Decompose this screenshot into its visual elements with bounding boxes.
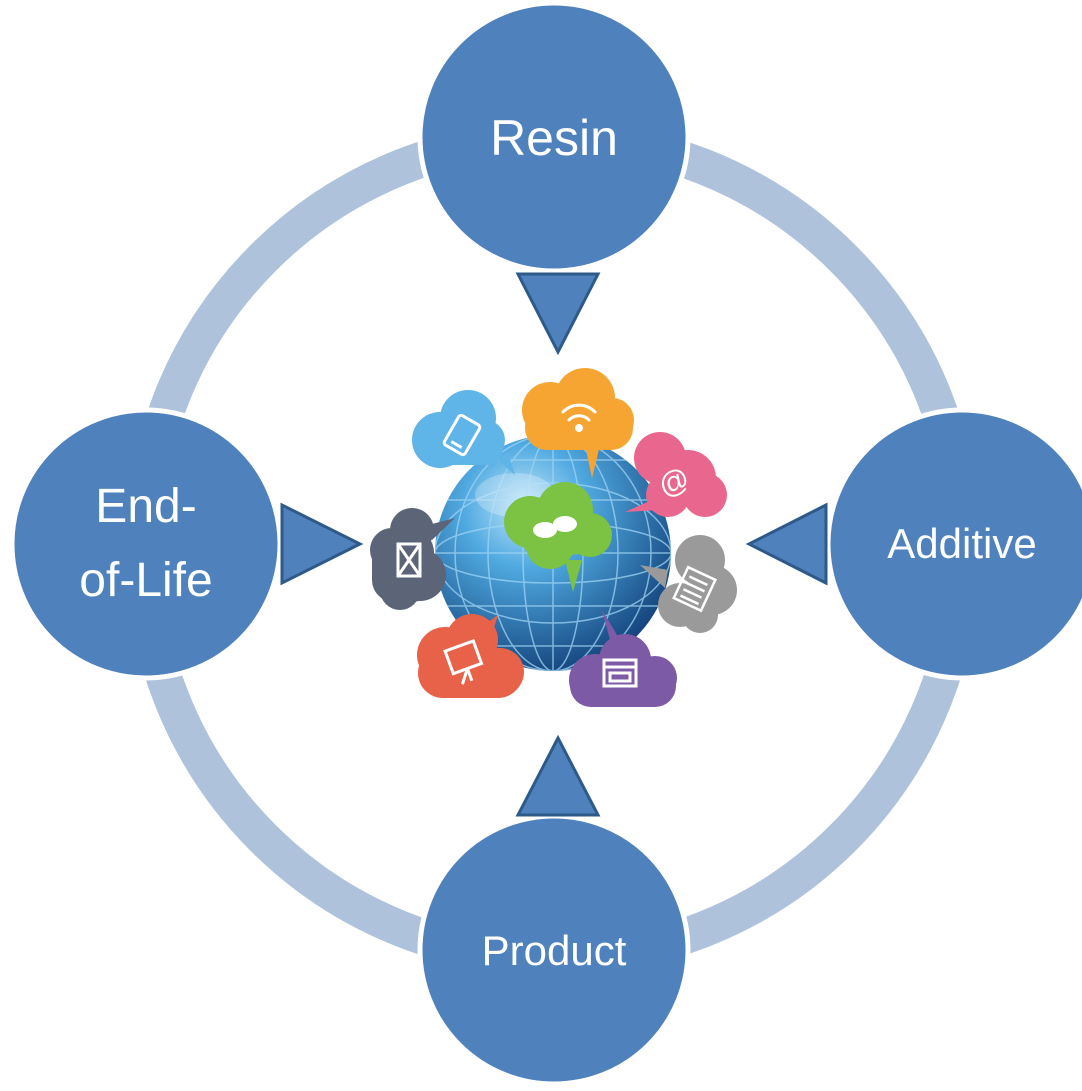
end-of-life-node: End- of-Life bbox=[9, 407, 283, 681]
end-of-life-label-line1: End- bbox=[95, 480, 196, 533]
arrow-up-from-product bbox=[515, 734, 601, 817]
resin-node: Resin bbox=[417, 0, 691, 274]
presentation-board-icon bbox=[417, 614, 524, 698]
browser-window-icon bbox=[569, 610, 677, 707]
tablet-icon bbox=[412, 390, 515, 475]
newspaper-icon bbox=[640, 535, 737, 633]
arrow-right-from-end-of-life bbox=[280, 502, 364, 586]
chat-icon bbox=[504, 482, 612, 592]
mail-icon bbox=[370, 508, 455, 610]
resin-label: Resin bbox=[490, 110, 618, 166]
arrow-down-from-resin bbox=[515, 272, 601, 356]
product-label: Product bbox=[482, 927, 627, 974]
wifi-icon bbox=[522, 368, 634, 478]
additive-label: Additive bbox=[887, 520, 1036, 567]
arrow-left-from-additive bbox=[745, 502, 828, 586]
end-of-life-label-line2: of-Life bbox=[79, 554, 212, 607]
at-sign-icon: @ bbox=[625, 432, 727, 517]
additive-node: Additive bbox=[825, 407, 1082, 681]
product-node: Product bbox=[417, 813, 691, 1087]
